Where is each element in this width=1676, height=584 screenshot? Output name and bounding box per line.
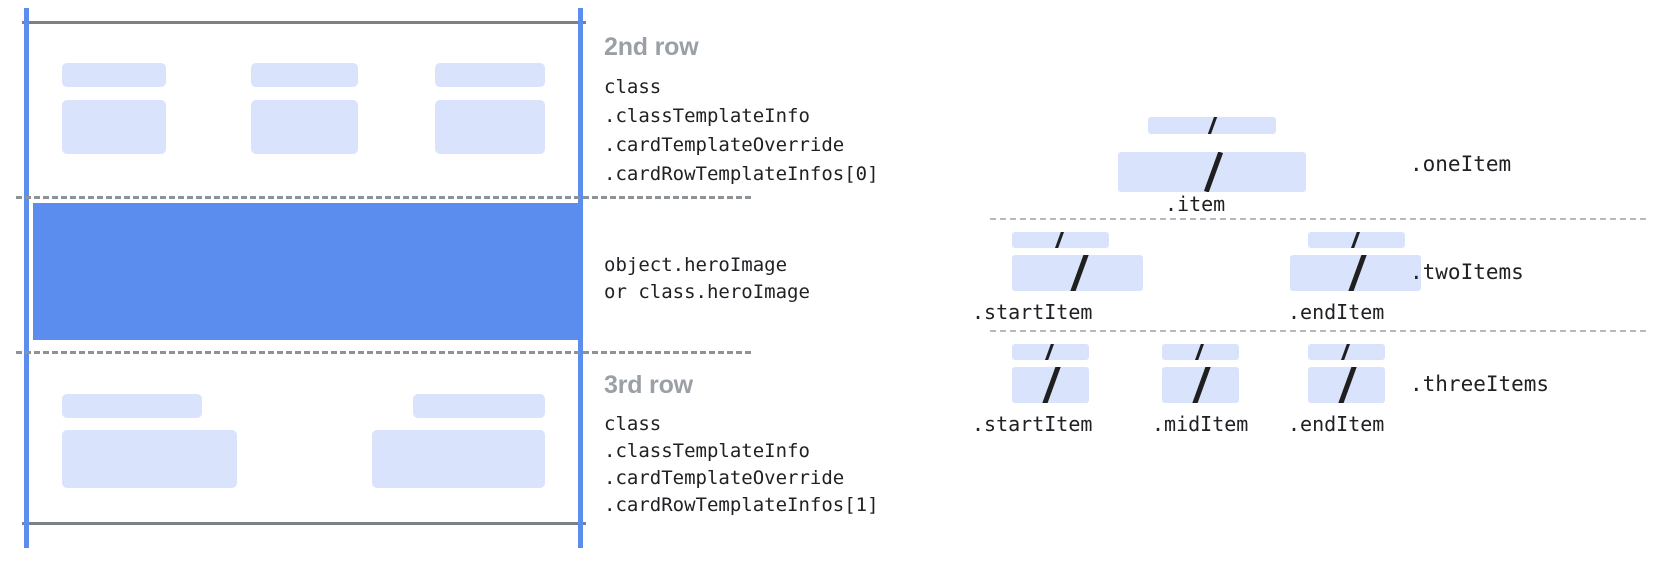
divider-hero-row3 xyxy=(16,351,751,354)
two-items-start-label-bar xyxy=(1012,232,1109,248)
two-items-start-caption: .startItem xyxy=(972,300,1093,324)
one-item-group-label: .oneItem xyxy=(1410,152,1512,176)
third-row-code-line-2: .classTemplateInfo xyxy=(604,440,810,462)
two-items-end-caption: .endItem xyxy=(1288,300,1385,324)
row-template-variants-panel: .item .oneItem .startItem .endItem .twoI… xyxy=(960,0,1676,584)
slash-icon xyxy=(1070,255,1089,291)
row2-col1-value-placeholder xyxy=(62,100,166,154)
three-items-group-label: .threeItems xyxy=(1410,372,1550,396)
row2-col2-value-placeholder xyxy=(251,100,358,154)
slash-icon xyxy=(1339,344,1352,360)
card-preview-panel xyxy=(0,0,751,584)
three-items-end-value-bar xyxy=(1308,367,1385,403)
card-frame-top-rule xyxy=(22,21,586,24)
three-items-end-label-bar xyxy=(1308,344,1385,360)
second-row-code-line-4: .cardRowTemplateInfos[0] xyxy=(604,163,879,185)
slash-icon xyxy=(1053,232,1066,248)
row2-col2-label-placeholder xyxy=(251,63,358,87)
second-row-code-line-2: .classTemplateInfo xyxy=(604,105,810,127)
three-items-start-caption: .startItem xyxy=(972,412,1093,436)
slash-icon xyxy=(1349,232,1362,248)
three-items-mid-value-bar xyxy=(1162,367,1239,403)
card-frame-bottom-rule xyxy=(22,522,586,525)
row2-col3-label-placeholder xyxy=(435,63,545,87)
three-items-start-value-bar xyxy=(1012,367,1089,403)
row2-col1-label-placeholder xyxy=(62,63,166,87)
slash-icon xyxy=(1192,367,1211,403)
row3-col2-value-placeholder xyxy=(372,430,545,488)
two-items-end-label-bar xyxy=(1308,232,1405,248)
row3-col2-label-placeholder xyxy=(413,394,545,418)
divider-row2-hero xyxy=(16,196,751,199)
slash-icon xyxy=(1338,367,1357,403)
one-item-slot-label-bar xyxy=(1148,117,1276,134)
two-items-end-value-bar xyxy=(1290,255,1421,291)
two-items-group-label: .twoItems xyxy=(1410,260,1524,284)
second-row-code-line-1: class xyxy=(604,76,662,98)
slash-icon xyxy=(1043,344,1056,360)
row3-col1-value-placeholder xyxy=(62,430,237,488)
row3-col1-label-placeholder xyxy=(62,394,202,418)
divider-two-three-items xyxy=(990,330,1646,332)
slash-icon xyxy=(1042,367,1061,403)
hero-image-band xyxy=(33,203,582,340)
second-row-heading: 2nd row xyxy=(604,33,699,61)
slash-icon xyxy=(1203,152,1224,192)
hero-code-line-1: object.heroImage xyxy=(604,254,788,276)
divider-one-two-items xyxy=(990,218,1646,220)
card-left-rail xyxy=(24,8,29,548)
slash-icon xyxy=(1348,255,1367,291)
second-row-code-line-3: .cardTemplateOverride xyxy=(604,134,845,156)
three-items-mid-caption: .midItem xyxy=(1152,412,1249,436)
third-row-code-line-3: .cardTemplateOverride xyxy=(604,467,845,489)
one-item-slot-value-bar xyxy=(1118,152,1306,192)
third-row-heading: 3rd row xyxy=(604,371,693,399)
three-items-start-label-bar xyxy=(1012,344,1089,360)
third-row-code-line-4: .cardRowTemplateInfos[1] xyxy=(604,494,879,516)
row2-col3-value-placeholder xyxy=(435,100,545,154)
two-items-start-value-bar xyxy=(1012,255,1143,291)
slash-icon xyxy=(1193,344,1206,360)
three-items-mid-label-bar xyxy=(1162,344,1239,360)
third-row-code-line-1: class xyxy=(604,413,662,435)
slash-icon xyxy=(1206,117,1219,134)
hero-code-line-2: or class.heroImage xyxy=(604,281,810,303)
one-item-slot-caption: .item xyxy=(1165,192,1226,216)
three-items-end-caption: .endItem xyxy=(1288,412,1385,436)
